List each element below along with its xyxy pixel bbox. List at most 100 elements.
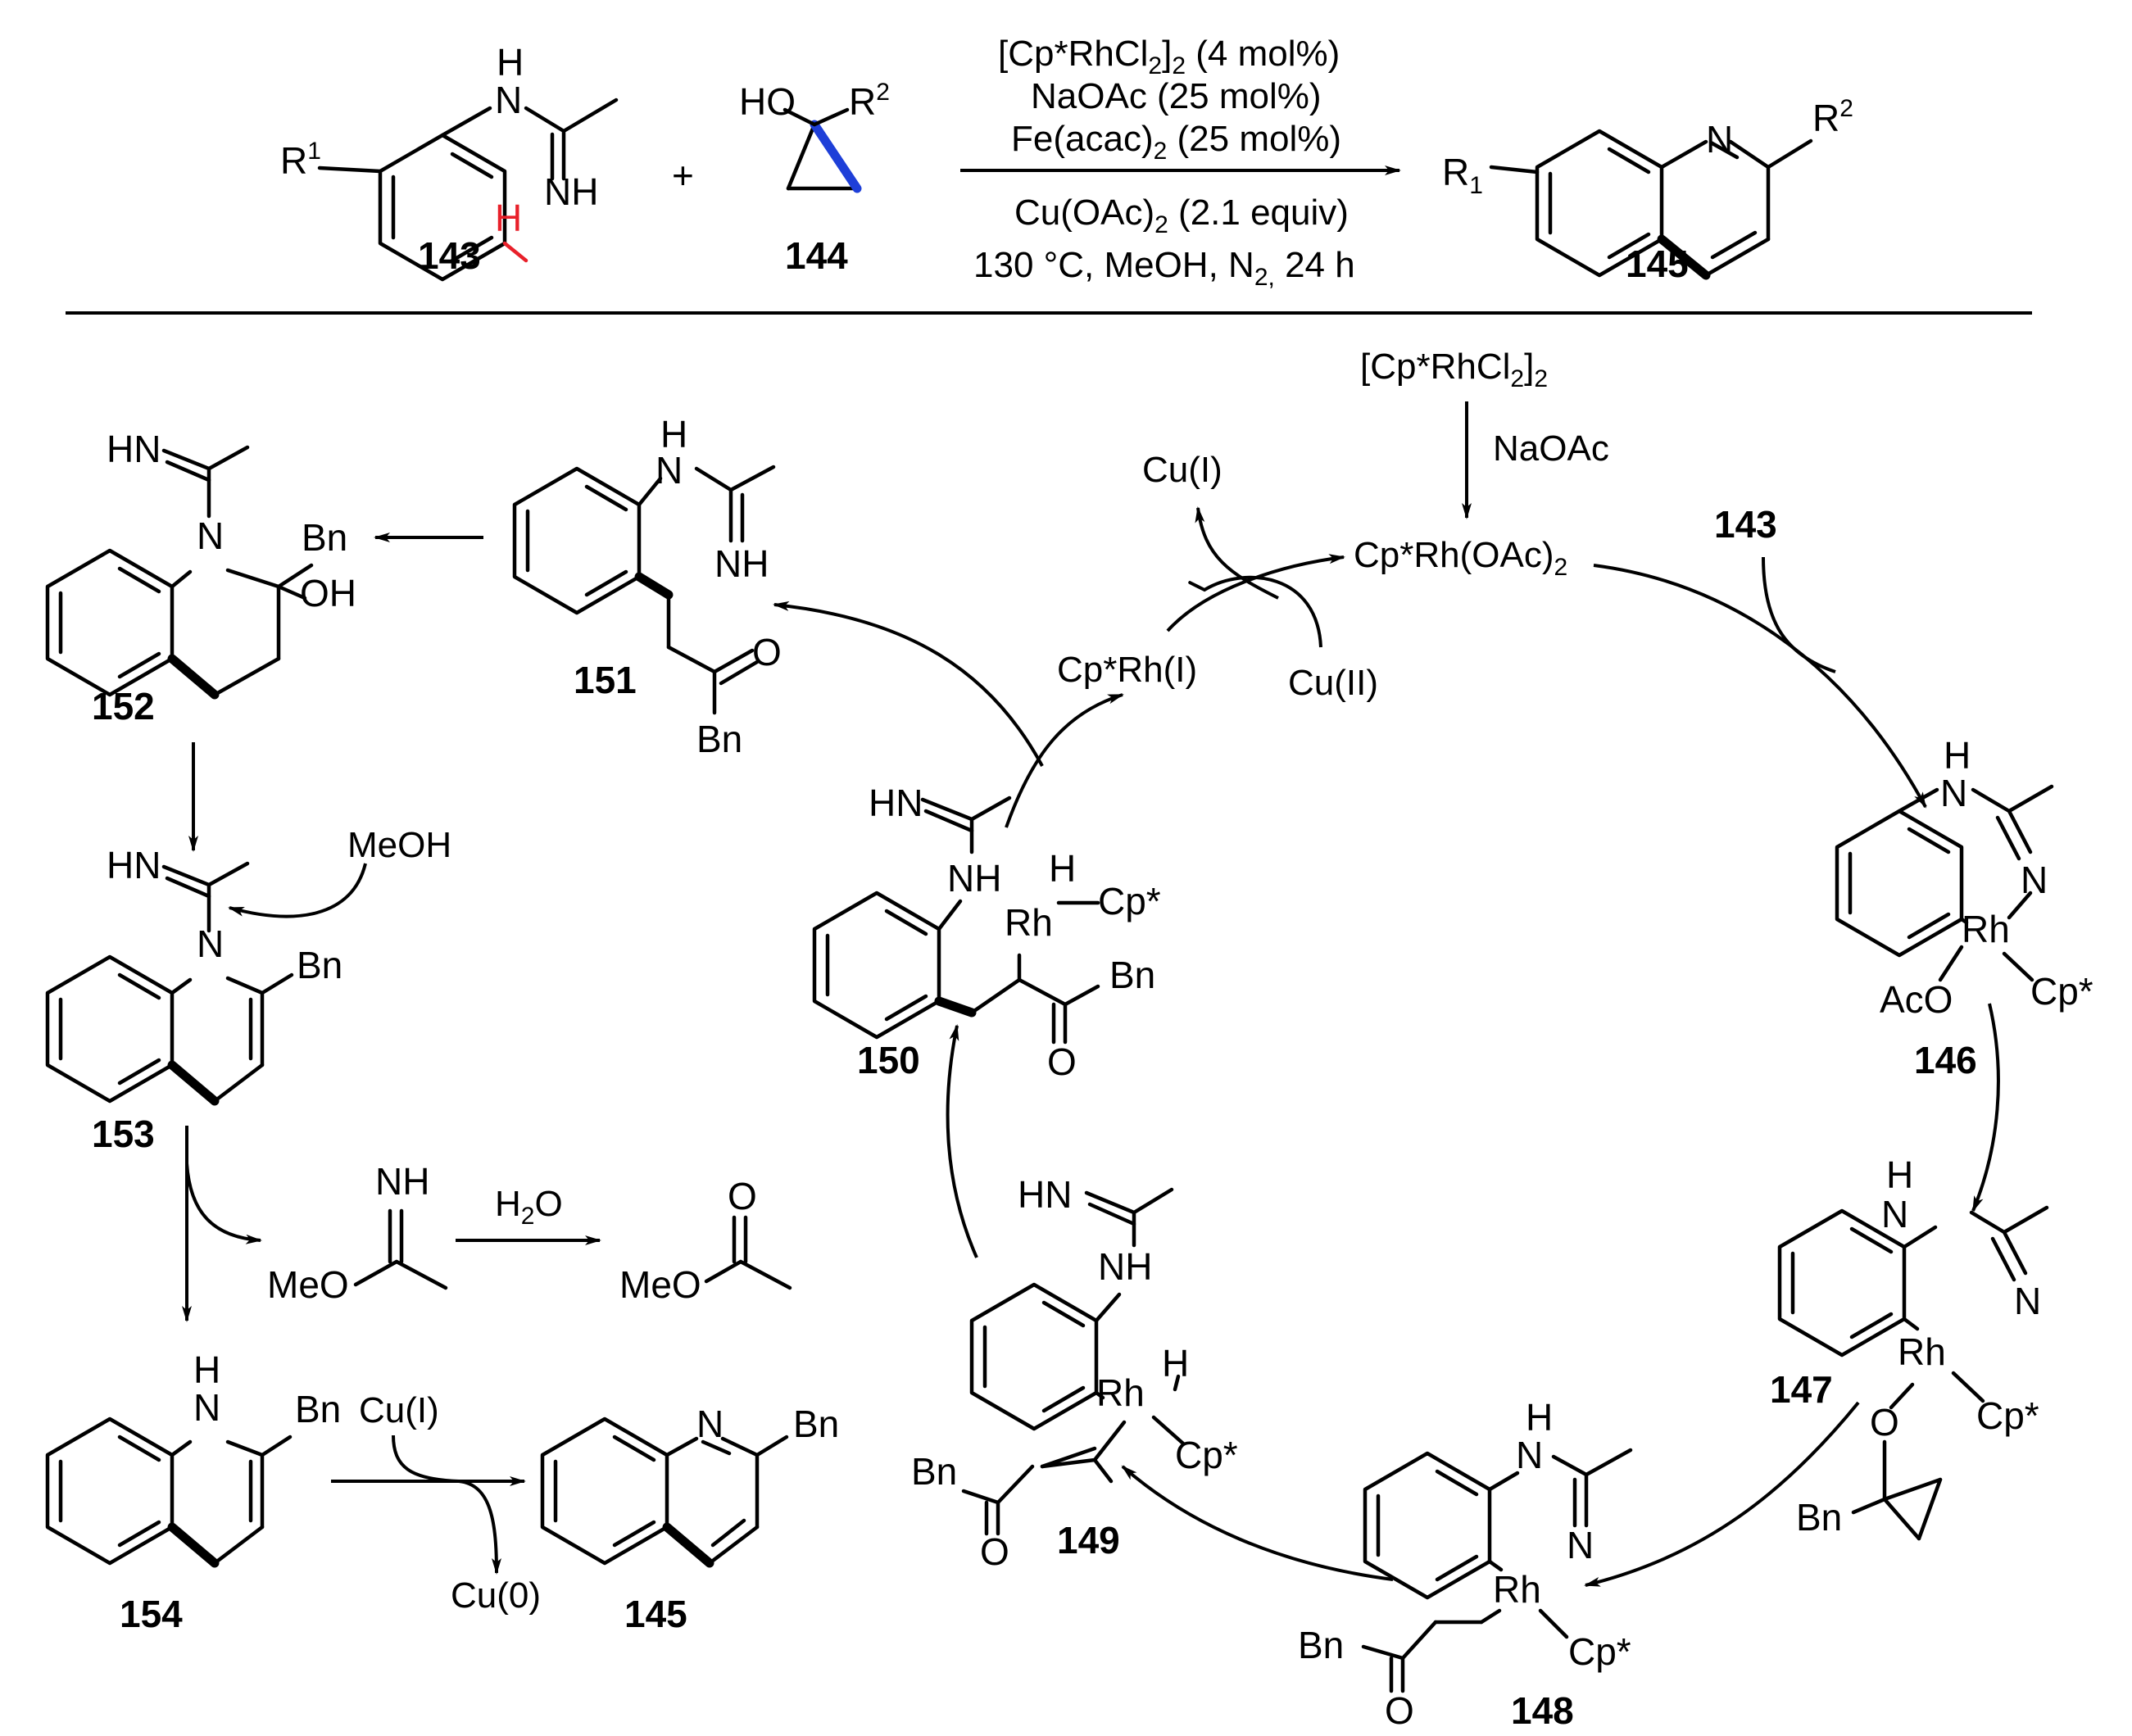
- r2-label-145: R2: [1812, 95, 1853, 139]
- compound-label-145-top: 145: [1626, 242, 1689, 285]
- h2o-label: H2O: [495, 1184, 563, 1230]
- rh1-label: Cp*Rh(I): [1057, 650, 1197, 690]
- r1-label-143: R1: [280, 138, 321, 182]
- 150-hn: HN: [869, 782, 923, 824]
- 149-hn: HN: [1018, 1173, 1072, 1216]
- conditions-line-2: NaOAc (25 mol%): [1031, 76, 1322, 116]
- rh-precursor: [Cp*RhCl2]2: [1360, 347, 1548, 392]
- arrow-150-to-rh1: [1005, 693, 1124, 828]
- conditions-line-3: Fe(acac)2 (25 mol%): [1011, 119, 1341, 165]
- arrow-imidate-out: [185, 1163, 262, 1244]
- 151-bn: Bn: [696, 718, 742, 760]
- compound-label-151: 151: [574, 659, 637, 701]
- arrow-150-to-151: [773, 601, 1044, 767]
- compound-143-structure: [317, 97, 619, 282]
- compound-label-144: 144: [785, 234, 848, 277]
- 149-nh: NH: [1098, 1245, 1152, 1288]
- 147-n: N: [2014, 1280, 2041, 1322]
- 149-bn: Bn: [911, 1450, 957, 1493]
- 151-h: H: [660, 413, 687, 456]
- imidate-meo: MeO: [267, 1263, 349, 1306]
- ho-144: HO: [739, 80, 796, 123]
- 154-n: N: [193, 1386, 220, 1429]
- 147-bn: Bn: [1796, 1496, 1842, 1539]
- 149-h: H: [1162, 1342, 1189, 1385]
- 148-o: O: [1385, 1689, 1414, 1732]
- compound-150-structure: [812, 795, 1100, 1045]
- 150-rh: Rh: [1005, 901, 1053, 944]
- compound-144-structure: [782, 107, 862, 193]
- reagent-143-label: 143: [1714, 503, 1777, 546]
- compound-145-structure-bottom: [540, 1416, 789, 1568]
- 149-rh: Rh: [1096, 1371, 1145, 1414]
- compound-label-153: 153: [92, 1113, 155, 1155]
- cu0-label: Cu(0): [451, 1575, 541, 1616]
- 148-bn: Bn: [1298, 1624, 1344, 1666]
- compound-label-147: 147: [1770, 1368, 1833, 1411]
- 145b-n: N: [696, 1403, 724, 1445]
- conditions-line-5: 130 °C, MeOH, N2, 24 h: [973, 245, 1355, 291]
- 146-nh: N: [1940, 772, 1967, 814]
- arrow-147-to-148: [1584, 1401, 1860, 1587]
- arrow-cu1-in: [392, 1435, 501, 1575]
- compound-label-152: 152: [92, 685, 155, 727]
- compound-154-structure: [45, 1416, 293, 1568]
- 147-nh: N: [1881, 1193, 1908, 1235]
- compound-146-structure: [1835, 784, 2054, 982]
- compound-label-143: 143: [418, 234, 481, 277]
- conditions-line-1: [Cp*RhCl2]2 (4 mol%): [998, 34, 1340, 79]
- cu2-label: Cu(II): [1288, 663, 1378, 703]
- 150-bn: Bn: [1109, 954, 1155, 996]
- 145b-bn: Bn: [793, 1403, 839, 1445]
- 153-n: N: [197, 922, 224, 965]
- 146-aco: AcO: [1880, 978, 1953, 1021]
- 149-o: O: [980, 1530, 1009, 1573]
- compound-label-150: 150: [857, 1039, 920, 1081]
- 148-h: H: [1526, 1396, 1553, 1439]
- compound-label-146: 146: [1914, 1039, 1977, 1081]
- compound-148-structure: [1361, 1448, 1633, 1693]
- catalytic-cycle: [Cp*RhCl2]2 NaOAc Cp*Rh(OAc)2 143 Cu(I) …: [45, 347, 2093, 1732]
- top-reaction: R1 H N NH H 143 + HO R2 144 [Cp*RhCl2]2 …: [280, 34, 1853, 291]
- methyl-acetimidate-structure: [353, 1208, 448, 1290]
- 151-n: N: [655, 449, 683, 492]
- 147-cp: Cp*: [1976, 1394, 2039, 1437]
- cu1-oxidant-label: Cu(I): [359, 1390, 439, 1430]
- 152-oh: OH: [300, 572, 356, 614]
- 146-n: N: [2021, 859, 2048, 901]
- compound-label-154: 154: [120, 1593, 183, 1635]
- 147-o: O: [1870, 1401, 1899, 1444]
- arrow-cu-regen: [1188, 575, 1322, 648]
- compound-151-structure: [512, 465, 776, 715]
- plus-sign: +: [672, 154, 694, 197]
- 153-hn: HN: [107, 844, 161, 886]
- 146-h: H: [1944, 734, 1971, 777]
- arrow-cat-to-146: [1593, 564, 1927, 809]
- nh-h-143: H: [497, 41, 524, 84]
- 154-h: H: [193, 1348, 220, 1391]
- compound-149-structure: [961, 1187, 1186, 1536]
- conditions-line-4: Cu(OAc)2 (2.1 equiv): [1014, 193, 1349, 238]
- 153-bn: Bn: [297, 944, 342, 986]
- 148-n: N: [1567, 1524, 1594, 1566]
- n-145: N: [1706, 118, 1733, 161]
- arrow-143-in: [1762, 556, 1836, 673]
- compound-147-structure: [1777, 1205, 2049, 1541]
- arrow-148-to-149: [1121, 1465, 1394, 1581]
- 147-h: H: [1886, 1154, 1913, 1196]
- 146-rh: Rh: [1962, 908, 2010, 950]
- 148-rh: Rh: [1493, 1568, 1541, 1611]
- compound-153-structure: [45, 861, 294, 1106]
- methyl-acetate-structure: [704, 1215, 792, 1290]
- nh-143: NH: [544, 170, 598, 213]
- arrow-meoh-attack: [228, 863, 367, 918]
- compound-152-structure: [45, 445, 314, 700]
- meoh-label: MeOH: [347, 825, 451, 865]
- r2-label-144: R2: [849, 79, 890, 123]
- 150-h: H: [1049, 847, 1076, 890]
- 148-nh: N: [1516, 1434, 1543, 1476]
- acetate-meo: MeO: [619, 1263, 701, 1306]
- compound-label-148: 148: [1511, 1689, 1574, 1732]
- 152-bn: Bn: [302, 516, 347, 559]
